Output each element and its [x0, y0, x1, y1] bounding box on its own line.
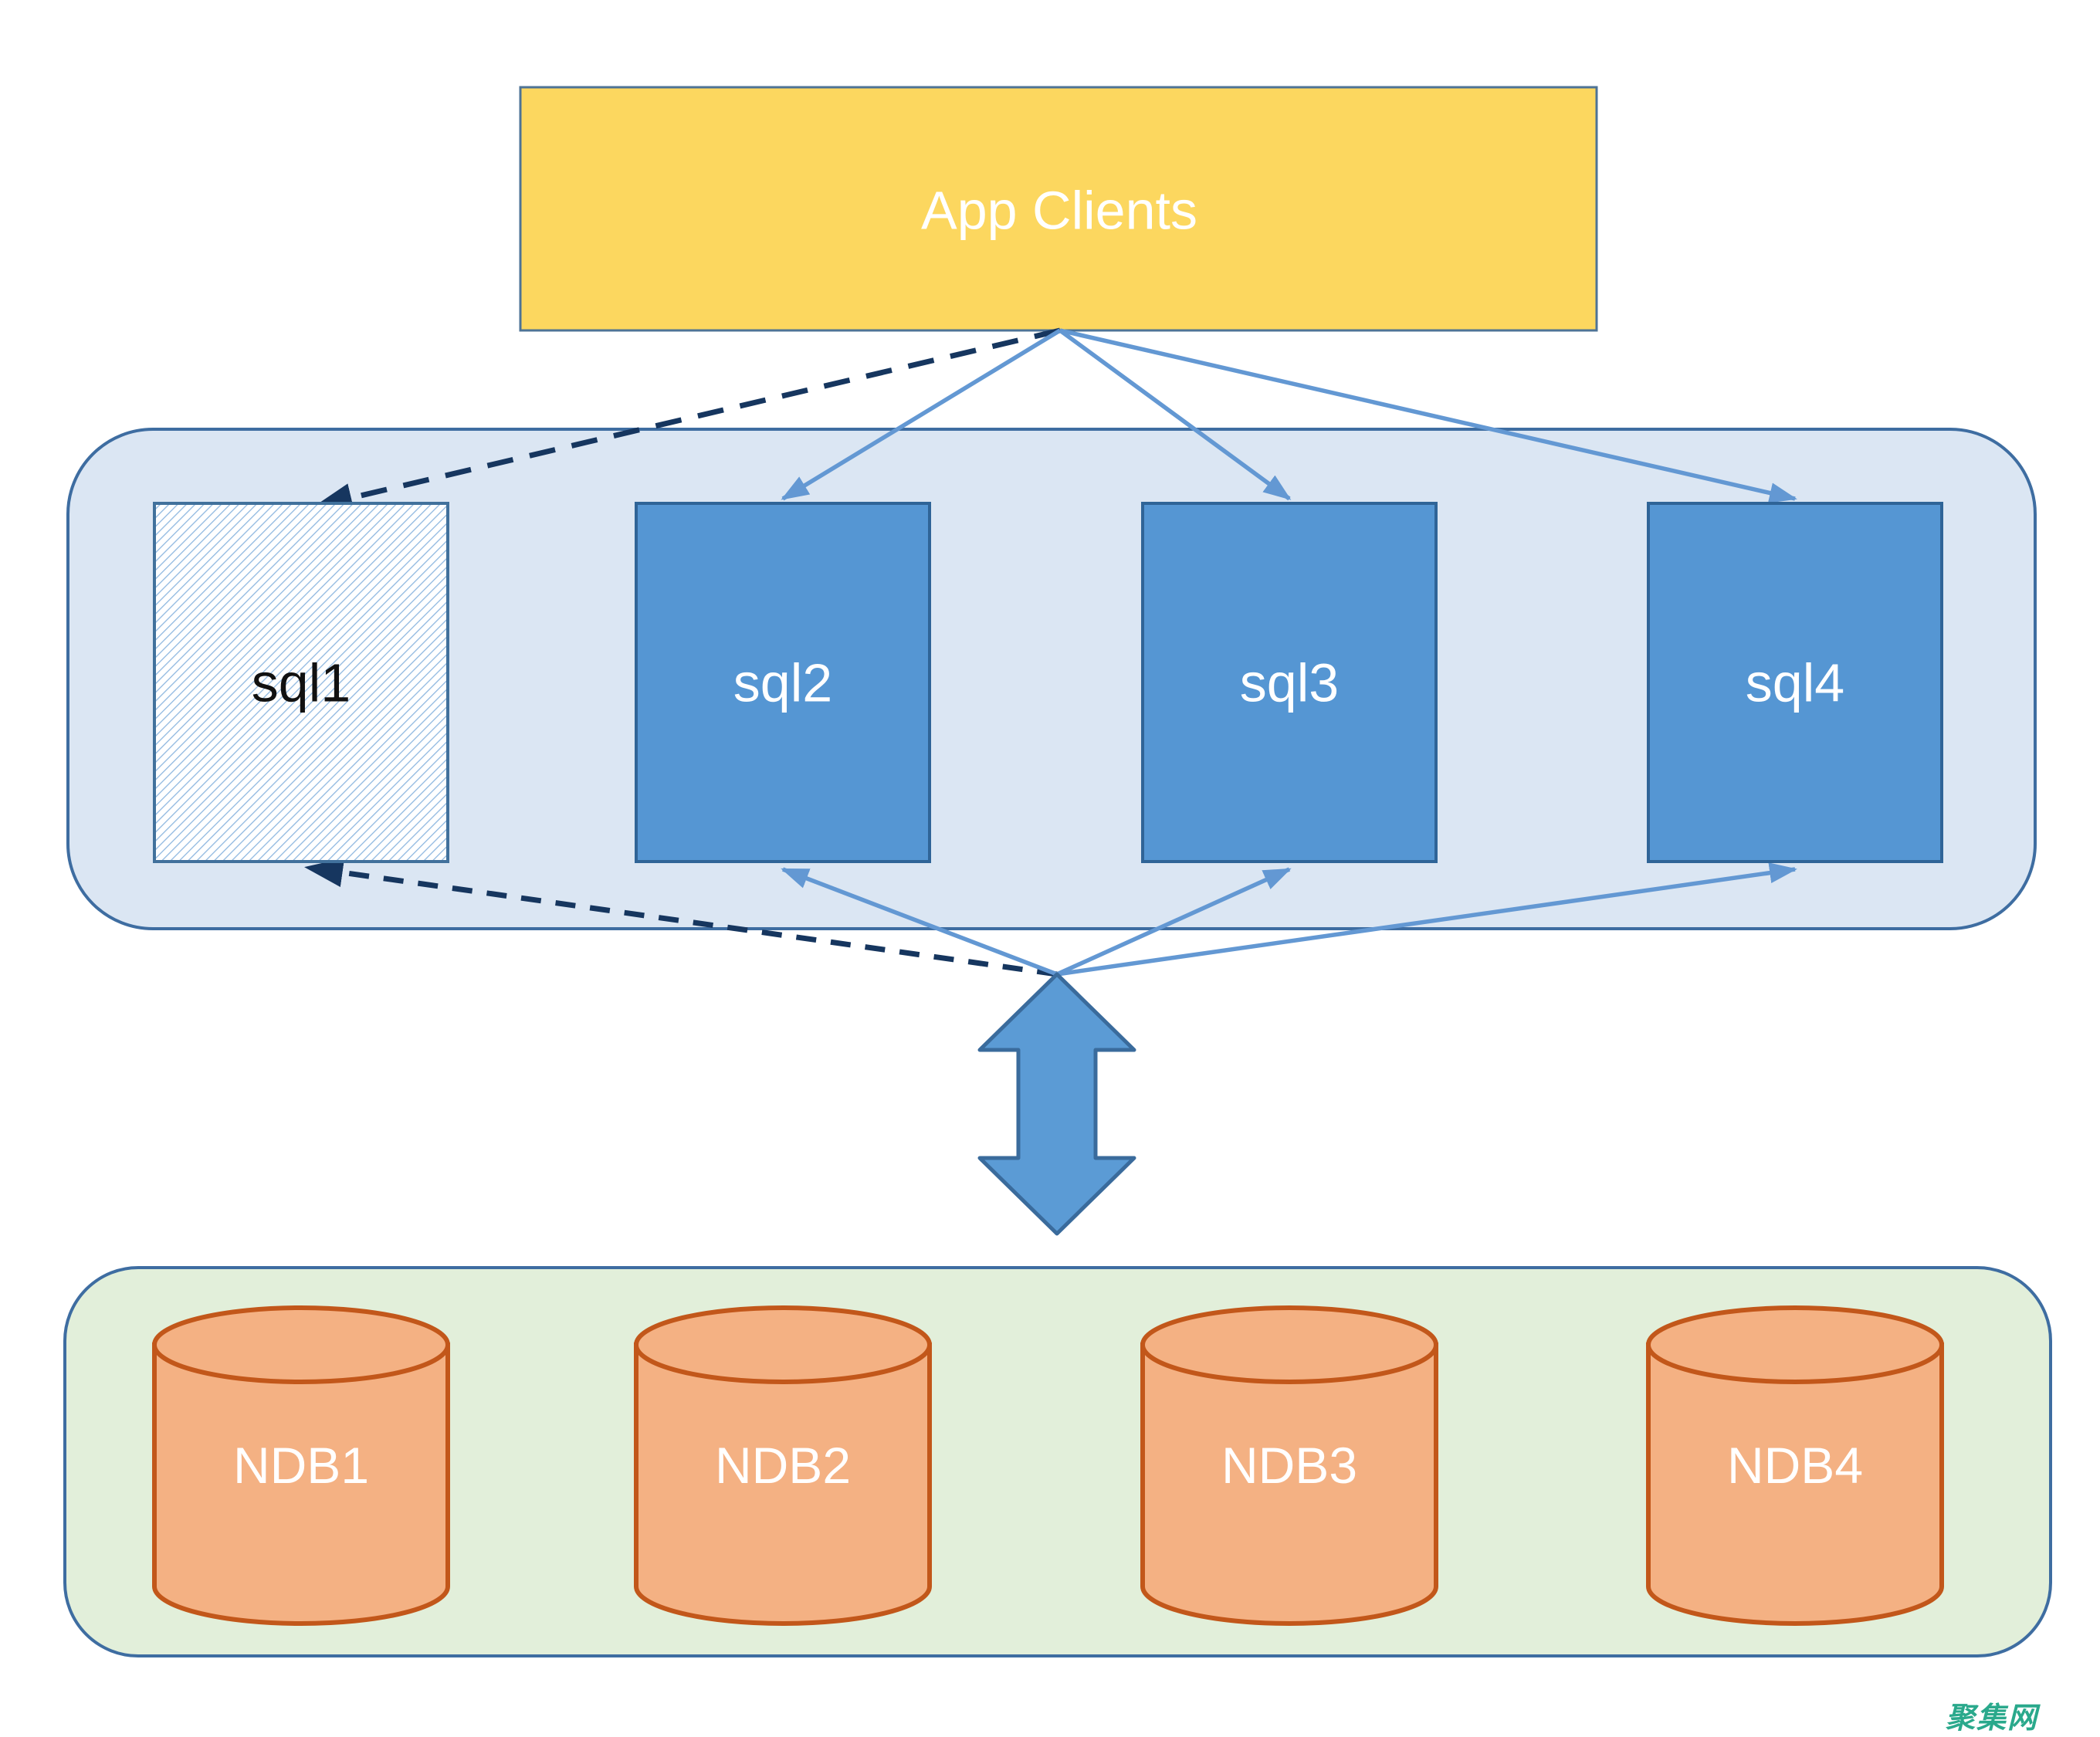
- app-clients-label: App Clients: [921, 181, 1197, 241]
- ndb1-cylinder-body: [152, 1343, 450, 1626]
- sql1-label: sql1: [252, 653, 351, 713]
- sql4-label: sql4: [1746, 653, 1844, 713]
- watermark: 聚集网: [1946, 1702, 2041, 1735]
- sql4-box: [1647, 502, 1943, 863]
- edge-appclients-sql4: [1059, 328, 1797, 503]
- edge-storage-sql2: [781, 867, 1058, 977]
- sql3-label: sql3: [1240, 653, 1339, 713]
- app-clients-box: [519, 86, 1598, 332]
- ndb-node-ndb4: NDB4: [1646, 1305, 1944, 1626]
- sql-node-sql1: sql1: [153, 502, 449, 863]
- ndb2-cylinder-body: [634, 1343, 932, 1626]
- edge-storage-sql1-dashed: [304, 858, 1058, 977]
- ndb3-cylinder-body: [1140, 1343, 1438, 1626]
- sql1-box: [153, 502, 449, 863]
- ndb-node-ndb3: NDB3: [1140, 1305, 1438, 1626]
- edge-storage-sql4: [1056, 862, 1797, 977]
- ndb1-label: NDB1: [233, 1437, 369, 1494]
- sql-tier-container: [66, 428, 2037, 930]
- edge-appclients-sql2: [781, 328, 1062, 501]
- ndb2-cylinder-top: [634, 1305, 932, 1384]
- sql2-label: sql2: [733, 653, 832, 713]
- bidirectional-arrow: [977, 972, 1136, 1236]
- edges-storage-to-sql: [304, 858, 1797, 977]
- ndb3-label: NDB3: [1221, 1437, 1357, 1494]
- ndb2-label: NDB2: [715, 1437, 851, 1494]
- sql-node-sql2: sql2: [635, 502, 931, 863]
- ndb-node-ndb2: NDB2: [634, 1305, 932, 1626]
- sql2-box: [635, 502, 931, 863]
- ndb3-cylinder-top: [1140, 1305, 1438, 1384]
- sql-node-sql3: sql3: [1141, 502, 1438, 863]
- edge-appclients-sql3: [1058, 328, 1292, 501]
- sql3-box: [1141, 502, 1438, 863]
- sql-node-sql4: sql4: [1647, 502, 1943, 863]
- ndb1-cylinder-top: [152, 1305, 450, 1384]
- ndb4-cylinder-body: [1646, 1343, 1944, 1626]
- ndb4-cylinder-top: [1646, 1305, 1944, 1384]
- edge-storage-sql3: [1055, 867, 1292, 977]
- ndb-node-ndb1: NDB1: [152, 1305, 450, 1626]
- edges-app-to-sql: [313, 327, 1797, 513]
- app-clients-node: App Clients: [519, 86, 1598, 332]
- ndb-tier-container: [63, 1266, 2052, 1657]
- ndb4-label: NDB4: [1727, 1437, 1863, 1494]
